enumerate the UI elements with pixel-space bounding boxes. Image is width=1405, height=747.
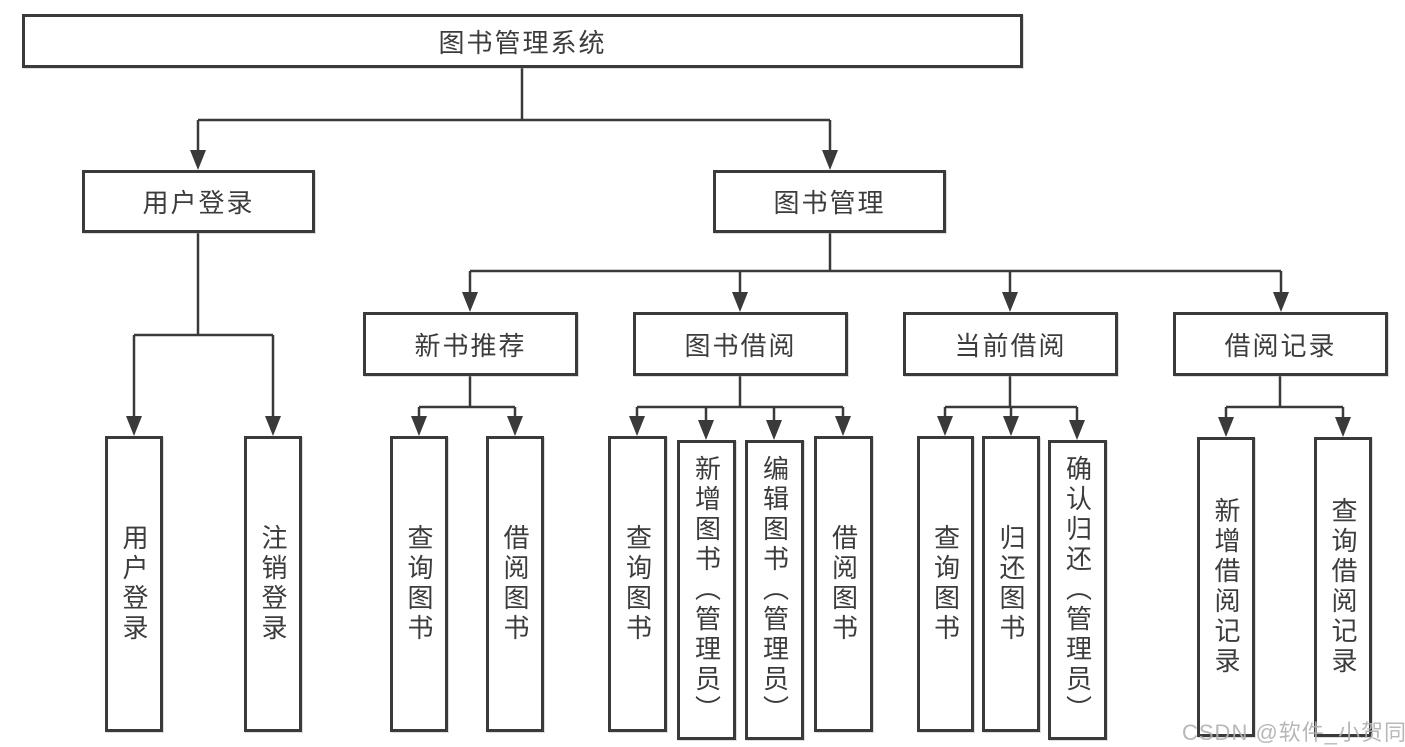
leaf-query-books: 查询图书 <box>608 436 667 732</box>
arrowheads <box>126 150 1351 440</box>
leaf-edit-books-admin: 编辑图书（管理员） <box>745 440 804 740</box>
node-new-book-recommendation: 新书推荐 <box>363 312 578 376</box>
watermark: CSDN @软件_小贺同学 <box>1182 720 1405 745</box>
leaf-query-books: 查询图书 <box>390 436 448 732</box>
node-current-borrowing: 当前借阅 <box>903 312 1118 376</box>
leaf-add-borrow-record: 新增借阅记录 <box>1197 437 1255 737</box>
node-library-management-system: 图书管理系统 <box>22 14 1023 68</box>
connector-segments <box>132 68 1345 422</box>
leaf-confirm-return-admin: 确认归还（管理员） <box>1048 440 1107 740</box>
leaf-user-login: 用户登录 <box>105 436 163 732</box>
node-book-borrowing: 图书借阅 <box>633 312 848 376</box>
leaf-query-books: 查询图书 <box>917 436 974 732</box>
node-borrowing-records: 借阅记录 <box>1173 312 1388 376</box>
leaf-logout: 注销登录 <box>244 436 302 732</box>
leaf-borrow-books: 借阅图书 <box>486 436 544 732</box>
node-user-login: 用户登录 <box>82 170 315 233</box>
leaf-borrow-books: 借阅图书 <box>814 436 873 732</box>
node-book-management: 图书管理 <box>713 170 946 233</box>
leaf-query-borrow-record: 查询借阅记录 <box>1314 437 1372 737</box>
leaf-return-books: 归还图书 <box>982 436 1040 732</box>
leaf-add-books-admin: 新增图书（管理员） <box>677 440 736 740</box>
